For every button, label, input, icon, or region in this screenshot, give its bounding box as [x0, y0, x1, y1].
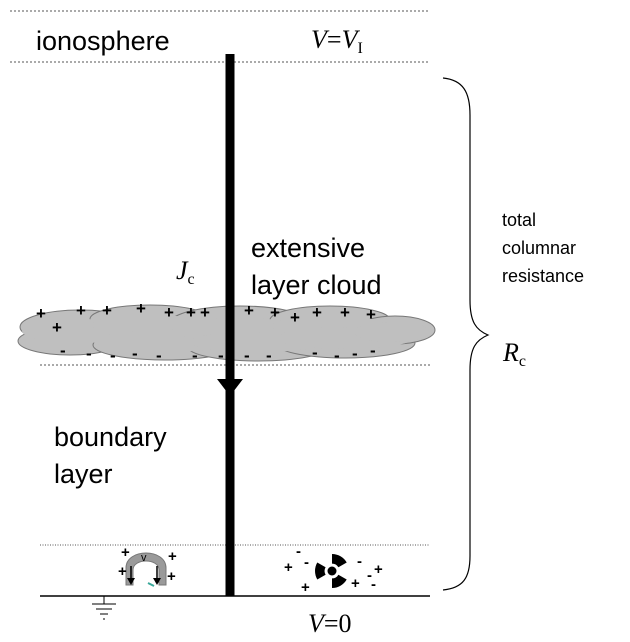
plus-charge: +: [374, 561, 383, 578]
plus-charge: +: [200, 303, 210, 322]
vi-symbol: V: [342, 25, 361, 54]
j-subscript: c: [188, 271, 195, 288]
minus-charge: -: [60, 341, 66, 360]
cloud-label-line2: layer cloud: [251, 270, 382, 300]
minus-charge: -: [312, 343, 318, 362]
current-arrowhead: [217, 379, 243, 396]
boundary-layer-label-line2: layer: [54, 459, 113, 489]
minus-charge: -: [367, 567, 372, 584]
minus-charge: -: [334, 346, 340, 365]
minus-charge: -: [352, 344, 358, 363]
plant-mark: v: [141, 552, 147, 564]
minus-charge: -: [266, 346, 272, 365]
minus-charge: -: [156, 346, 162, 365]
cloud-base-charges: - - - - - - - - - - - - -: [60, 341, 376, 365]
resistance-label-line3: resistance: [502, 266, 584, 286]
minus-charge: -: [132, 344, 138, 363]
plus-charge: +: [312, 303, 322, 322]
plant-icon: v: [125, 552, 167, 587]
plus-charge: +: [270, 303, 280, 322]
ionosphere-potential-label: V=VI: [311, 25, 363, 57]
r-symbol: R: [502, 338, 519, 367]
boundary-layer-label-line1: boundary: [54, 422, 167, 452]
plus-charge: +: [121, 544, 130, 561]
plus-charge: +: [76, 301, 86, 320]
minus-charge: -: [110, 346, 116, 365]
plus-charge: +: [366, 305, 376, 324]
minus-charge: -: [370, 341, 376, 360]
equals-sign: =: [327, 25, 342, 54]
j-symbol: J: [176, 256, 189, 285]
ground-potential-label: V=0: [308, 609, 352, 638]
plus-charge: +: [301, 579, 310, 596]
minus-charge: -: [371, 576, 376, 593]
plus-charge: +: [340, 303, 350, 322]
plus-charge: +: [186, 303, 196, 322]
cloud-label-line1: extensive: [251, 233, 365, 263]
minus-charge: -: [218, 346, 224, 365]
cloud-top-charges: + + + + + + + + + + + + + +: [36, 299, 376, 337]
cloud-fill: [22, 315, 430, 352]
v-ground-symbol: V: [308, 609, 327, 638]
minus-charge: -: [357, 553, 362, 570]
radioactive-icon: [315, 554, 347, 588]
minus-charge: -: [296, 543, 301, 560]
current-density-label: Jc: [176, 256, 195, 288]
plus-charge: +: [244, 301, 254, 320]
plus-charge: +: [167, 568, 176, 585]
plant-charges: + + + +: [118, 544, 177, 585]
radioactive-charges: - - - - - + + + +: [284, 543, 383, 596]
plus-charge: +: [52, 318, 62, 337]
plus-charge: +: [351, 575, 360, 592]
plus-charge: +: [164, 303, 174, 322]
vi-subscript: I: [357, 40, 362, 57]
plus-charge: +: [136, 299, 146, 318]
ground-value: =0: [324, 609, 352, 638]
plus-charge: +: [102, 301, 112, 320]
plus-charge: +: [36, 304, 46, 323]
v-symbol: V: [311, 25, 330, 54]
plus-charge: +: [168, 548, 177, 565]
minus-charge: -: [86, 344, 92, 363]
minus-charge: -: [304, 554, 309, 571]
r-subscript: c: [519, 353, 526, 370]
resistance-label-line2: columnar: [502, 238, 576, 258]
plus-charge: +: [290, 308, 300, 327]
plus-charge: +: [118, 563, 127, 580]
ionosphere-label: ionosphere: [36, 26, 170, 56]
resistance-symbol-label: Rc: [502, 338, 526, 370]
minus-charge: -: [192, 346, 198, 365]
resistance-brace: [442, 77, 490, 591]
minus-charge: -: [244, 346, 250, 365]
ground-icon: [92, 596, 116, 620]
resistance-label-line1: total: [502, 210, 536, 230]
plus-charge: +: [284, 559, 293, 576]
